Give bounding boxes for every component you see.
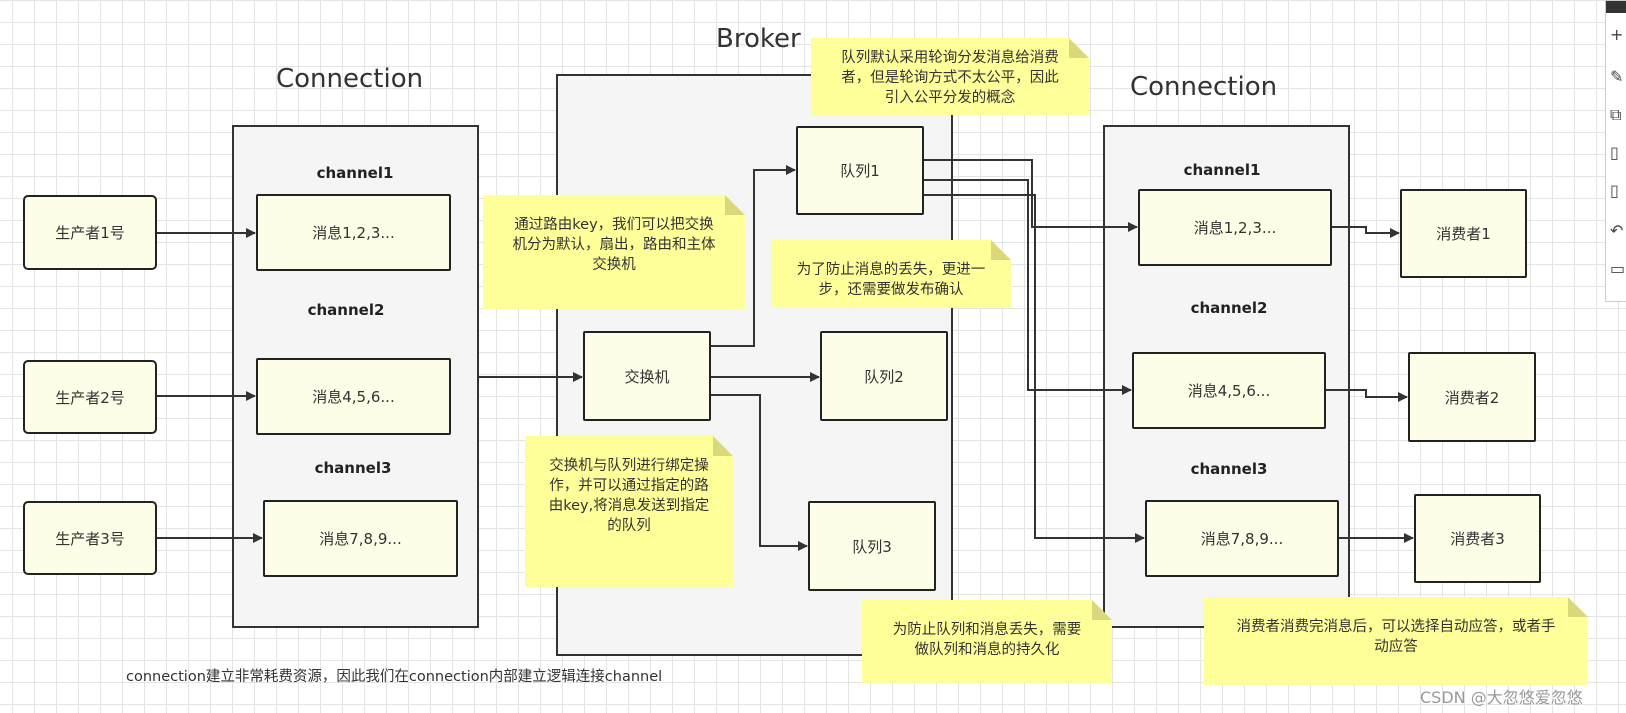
copy-icon[interactable]: ⧉: [1610, 105, 1622, 124]
broker-title: Broker: [716, 24, 801, 54]
consumer-1-node[interactable]: 消费者1: [1400, 189, 1527, 278]
note-routing-key[interactable]: 通过路由key，我们可以把交换 机分为默认，扇出，路由和主体 交换机: [483, 195, 745, 309]
left-connection-title: Connection: [276, 64, 424, 94]
note-fold-corner: [1069, 38, 1089, 58]
side-toolbar: + ✎ ⧉ ▯ ▯ ↶ ▭: [1605, 0, 1626, 302]
producer-3-node[interactable]: 生产者3号: [23, 501, 157, 575]
consumer-2-node[interactable]: 消费者2: [1408, 352, 1536, 442]
queue-1-node[interactable]: 队列1: [796, 126, 924, 215]
left-message-node-2[interactable]: 消息4,5,6...: [256, 358, 451, 435]
right-message-node-2[interactable]: 消息4,5,6...: [1132, 352, 1326, 429]
consumer-3-node[interactable]: 消费者3: [1414, 494, 1541, 583]
note-round-robin[interactable]: 队列默认采用轮询分发消息给消费 者，但是轮询方式不太公平，因此 引入公平分发的概…: [811, 38, 1089, 115]
page-icon[interactable]: ▯: [1610, 143, 1619, 162]
left-channel3-label: channel3: [314, 459, 392, 477]
csdn-watermark: CSDN @大忽悠爱忽悠: [1420, 688, 1583, 707]
note-binding[interactable]: 交换机与队列进行绑定操 作，并可以通过指定的路 由key,将消息发送到指定 的队…: [525, 436, 733, 587]
left-channel1-label: channel1: [316, 164, 394, 182]
right-connection-title: Connection: [1130, 72, 1278, 102]
page-icon-2[interactable]: ▯: [1610, 181, 1619, 200]
undo-icon[interactable]: ↶: [1610, 221, 1624, 240]
note-fold-corner: [1568, 597, 1588, 617]
plus-icon[interactable]: +: [1610, 25, 1624, 44]
note-fold-corner: [991, 240, 1011, 260]
note-persistence[interactable]: 为防止队列和消息丢失，需要 做队列和消息的持久化: [862, 600, 1112, 683]
exchange-node[interactable]: 交换机: [583, 331, 711, 421]
right-channel3-label: channel3: [1190, 460, 1268, 478]
producer-1-node[interactable]: 生产者1号: [23, 195, 157, 270]
comment-icon[interactable]: ▭: [1610, 259, 1626, 278]
queue-3-node[interactable]: 队列3: [808, 501, 936, 591]
right-channel2-label: channel2: [1190, 299, 1268, 317]
queue-2-node[interactable]: 队列2: [820, 331, 948, 421]
right-message-node-3[interactable]: 消息7,8,9...: [1145, 500, 1339, 577]
right-channel1-label: channel1: [1183, 161, 1261, 179]
edit-icon[interactable]: ✎: [1610, 67, 1624, 86]
left-channel2-label: channel2: [307, 301, 385, 319]
note-ack[interactable]: 消费者消费完消息后，可以选择自动应答，或者手 动应答: [1204, 597, 1588, 685]
caption-text: connection建立非常耗费资源，因此我们在connection内部建立逻辑…: [126, 669, 663, 685]
note-publish-confirm[interactable]: 为了防止消息的丢失，更进一 步，还需要做发布确认: [771, 240, 1011, 308]
producer-2-node[interactable]: 生产者2号: [23, 360, 157, 434]
right-message-node-1[interactable]: 消息1,2,3...: [1138, 189, 1332, 266]
left-message-node-3[interactable]: 消息7,8,9...: [263, 500, 458, 577]
toolbar-top-bar: [1606, 1, 1626, 13]
left-message-node-1[interactable]: 消息1,2,3...: [256, 194, 451, 271]
